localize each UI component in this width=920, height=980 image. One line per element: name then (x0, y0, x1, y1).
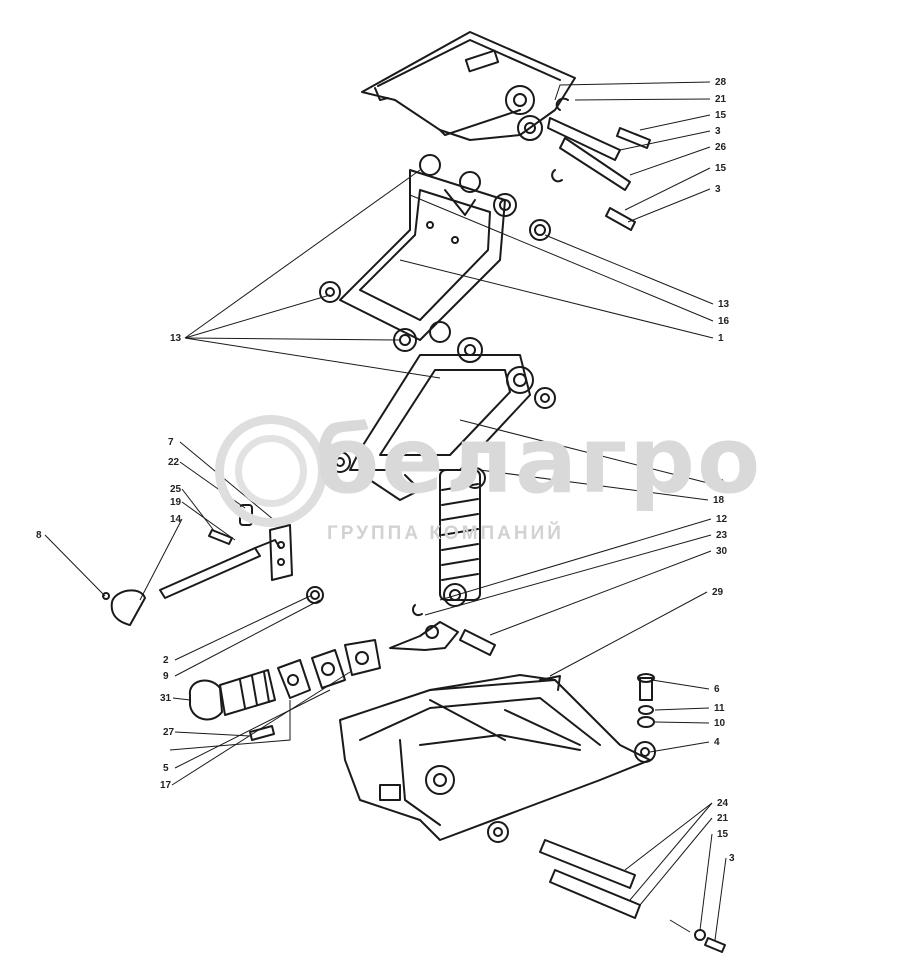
mounting-bracket (361, 31, 576, 141)
callout-26: 26 (715, 142, 727, 153)
callout-23: 23 (716, 530, 728, 541)
callout-22: 22 (168, 457, 180, 468)
callout-30: 30 (716, 546, 728, 557)
bolt-lower-left (249, 725, 275, 741)
callout-25: 25 (170, 484, 182, 495)
callout-3c: 3 (729, 853, 735, 864)
callout-17: 17 (160, 780, 172, 791)
callout-3b: 3 (715, 184, 721, 195)
knob-8 (102, 589, 146, 626)
handle-31 (188, 669, 276, 721)
callout-13a: 13 (718, 299, 730, 310)
callout-15a: 15 (715, 110, 727, 121)
pin-upper (547, 97, 631, 191)
callout-18: 18 (713, 495, 725, 506)
callout-21a: 21 (715, 94, 727, 105)
watermark-group: ГРУППА КОМПАНИЙ (327, 523, 564, 544)
leader-lines (44, 81, 727, 941)
callout-3a: 3 (715, 126, 721, 137)
plate-5 (311, 649, 346, 689)
watermark-logo-inner (235, 435, 307, 507)
bolt-15b (605, 207, 636, 231)
watermark: белагро ГРУППА КОМПАНИЙ (215, 415, 760, 565)
callout-16: 16 (718, 316, 730, 327)
callout-27: 27 (163, 727, 175, 738)
callout-15c: 15 (717, 829, 729, 840)
pin-24b (549, 869, 641, 919)
callout-7: 7 (168, 437, 174, 448)
bolt-25 (208, 529, 233, 545)
callout-2: 2 (163, 655, 169, 666)
bolt-lower-3 (694, 929, 726, 953)
washer-11 (638, 705, 654, 715)
pin-24a (539, 839, 636, 889)
watermark-brand: белагро (315, 407, 763, 514)
callout-31: 31 (160, 693, 172, 704)
clevis (389, 604, 496, 656)
callout-1: 1 (718, 333, 724, 344)
callout-13b: 13 (170, 333, 182, 344)
spring-small-2 (306, 586, 324, 604)
callout-6: 6 (714, 684, 720, 695)
watermark-logo-ring (215, 415, 327, 527)
nut-10 (637, 716, 655, 728)
callout-15b: 15 (715, 163, 727, 174)
bushing-17 (344, 639, 381, 676)
callout-21b: 21 (717, 813, 729, 824)
callout-5: 5 (163, 763, 169, 774)
callout-14: 14 (170, 514, 182, 525)
upper-link (319, 154, 551, 352)
callout-28: 28 (715, 77, 727, 88)
plate-27 (277, 659, 311, 699)
callout-10: 10 (714, 718, 726, 729)
shock-absorber (439, 467, 486, 607)
bolt-6 (637, 673, 655, 701)
callout-19: 19 (170, 497, 182, 508)
callout-9: 9 (163, 671, 169, 682)
callout-12: 12 (716, 514, 728, 525)
plate-7 (269, 524, 293, 581)
seat-base-frame (339, 674, 656, 843)
callout-4: 4 (714, 737, 720, 748)
bracket-bushing-upper (505, 85, 543, 141)
callout-29: 29 (712, 587, 724, 598)
callout-20: 20 (713, 478, 725, 489)
callout-24: 24 (717, 798, 729, 809)
bolt-15a (616, 127, 651, 149)
callout-8: 8 (36, 530, 42, 541)
callout-11: 11 (714, 703, 725, 714)
